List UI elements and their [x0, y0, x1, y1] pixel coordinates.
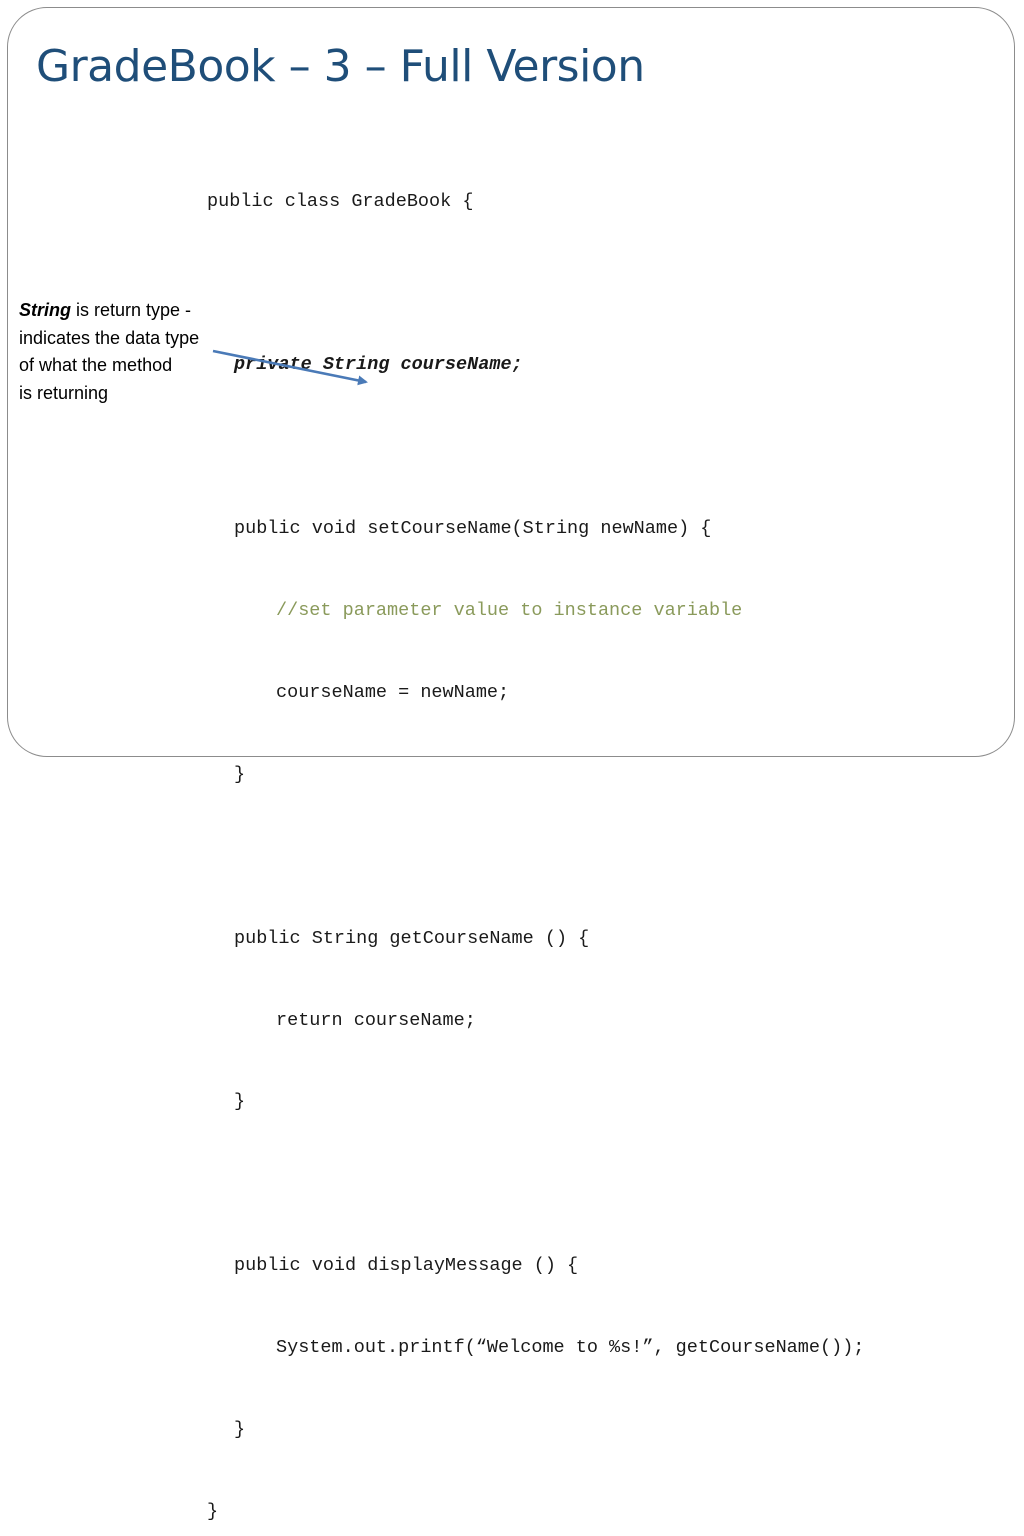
- code-text: public String getCourseName () {: [234, 927, 590, 949]
- annotation-emphasis: String: [19, 300, 71, 320]
- code-line-blank: [207, 269, 864, 296]
- code-line-field-decl: private String courseName;: [207, 351, 864, 378]
- code-line-comment: //set parameter value to instance variab…: [207, 597, 864, 624]
- slide-title: GradeBook – 3 – Full Version: [36, 41, 645, 92]
- code-line-blank: [207, 433, 864, 460]
- annotation-line: of what the method: [19, 355, 173, 375]
- slide-frame: [7, 7, 1015, 757]
- code-line-blank: [207, 843, 864, 870]
- code-line-get-method: public String getCourseName () {: [207, 925, 864, 952]
- code-line-blank: [207, 1170, 864, 1197]
- code-text: }: [234, 763, 246, 785]
- code-line-display-method: public void displayMessage () {: [207, 1252, 864, 1279]
- code-line-return: return courseName;: [207, 1007, 864, 1034]
- annotation-callout: String is return type - indicates the da…: [19, 297, 237, 407]
- code-text: public void setCourseName(String newName…: [234, 518, 712, 540]
- annotation-line: indicates the data type: [19, 327, 200, 348]
- annotation-line: is returning: [19, 382, 109, 403]
- code-text: return courseName;: [276, 1009, 476, 1031]
- code-text: private String courseName;: [234, 354, 523, 376]
- code-text: public void displayMessage () {: [234, 1255, 579, 1277]
- code-line-close-brace: }: [207, 1088, 864, 1115]
- code-text: System.out.printf(“Welcome to %s!”, getC…: [276, 1337, 865, 1359]
- code-line-class-decl: public class GradeBook {: [207, 188, 864, 215]
- code-text: }: [234, 1091, 246, 1113]
- code-text: courseName = newName;: [276, 681, 510, 703]
- code-text: }: [234, 1418, 246, 1440]
- code-line-class-close: }: [207, 1498, 864, 1525]
- code-line-set-method: public void setCourseName(String newName…: [207, 515, 864, 542]
- code-line-assignment: courseName = newName;: [207, 679, 864, 706]
- annotation-text: is return type -: [71, 300, 192, 320]
- code-comment: //set parameter value to instance variab…: [276, 600, 743, 622]
- code-text: public class GradeBook {: [207, 190, 474, 212]
- code-block: public class GradeBook { private String …: [207, 133, 864, 1536]
- annotation-line: String is return type -: [19, 297, 237, 325]
- code-line-close-brace: }: [207, 1416, 864, 1443]
- code-line-printf: System.out.printf(“Welcome to %s!”, getC…: [207, 1334, 864, 1361]
- code-line-close-brace: }: [207, 761, 864, 788]
- code-text: }: [207, 1500, 219, 1522]
